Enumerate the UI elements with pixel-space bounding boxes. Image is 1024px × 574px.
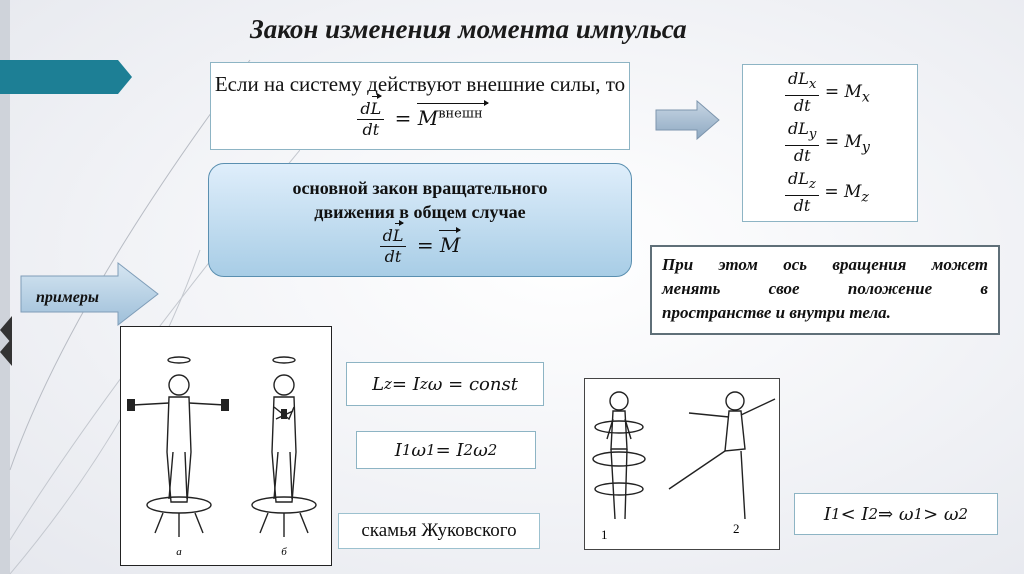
dl-dt-fraction: dL dt [357, 93, 385, 140]
note-box: При этом ось вращения может менять свое … [650, 245, 1000, 335]
zhukovsky-bench-figure: а б [120, 326, 332, 566]
grey-arrow [655, 100, 720, 140]
skater-figure: 1 2 [584, 378, 780, 550]
external-forces-box: Если на систему действуют внешние силы, … [210, 62, 630, 150]
bench-drawing: а б [127, 356, 317, 558]
note-line-1: При этом ось вращения может [662, 255, 988, 274]
law-line-1: основной закон вращательного [292, 178, 548, 198]
main-law-box: основной закон вращательного движения в … [208, 163, 632, 277]
note-line-3: пространстве и внутри тела. [662, 303, 891, 322]
skater-label-2: 2 [733, 521, 740, 536]
left-strip [0, 0, 10, 574]
bullet-marker-2 [0, 338, 12, 366]
bench-label-a: а [176, 546, 182, 558]
law-line-2: движения в общем случае [314, 202, 526, 222]
bullet-marker-1 [0, 316, 12, 344]
external-forces-text: Если на систему действуют внешние силы, … [214, 72, 626, 96]
bench-caption: скамья Жуковского [338, 513, 540, 549]
skater-drawing: 1 2 [592, 391, 776, 542]
teal-arrow [0, 60, 132, 94]
law-moment: = M [416, 233, 461, 257]
external-moment: = M [394, 106, 439, 130]
examples-label: примеры [36, 289, 99, 306]
skater-label-1: 1 [601, 527, 608, 542]
law-fraction: dL dt [379, 220, 407, 267]
note-line-2: менять свое положение в [662, 279, 988, 298]
examples-arrow [20, 262, 159, 326]
page-title: Закон изменения момента импульса [250, 14, 687, 44]
bench-label-b: б [281, 546, 287, 558]
